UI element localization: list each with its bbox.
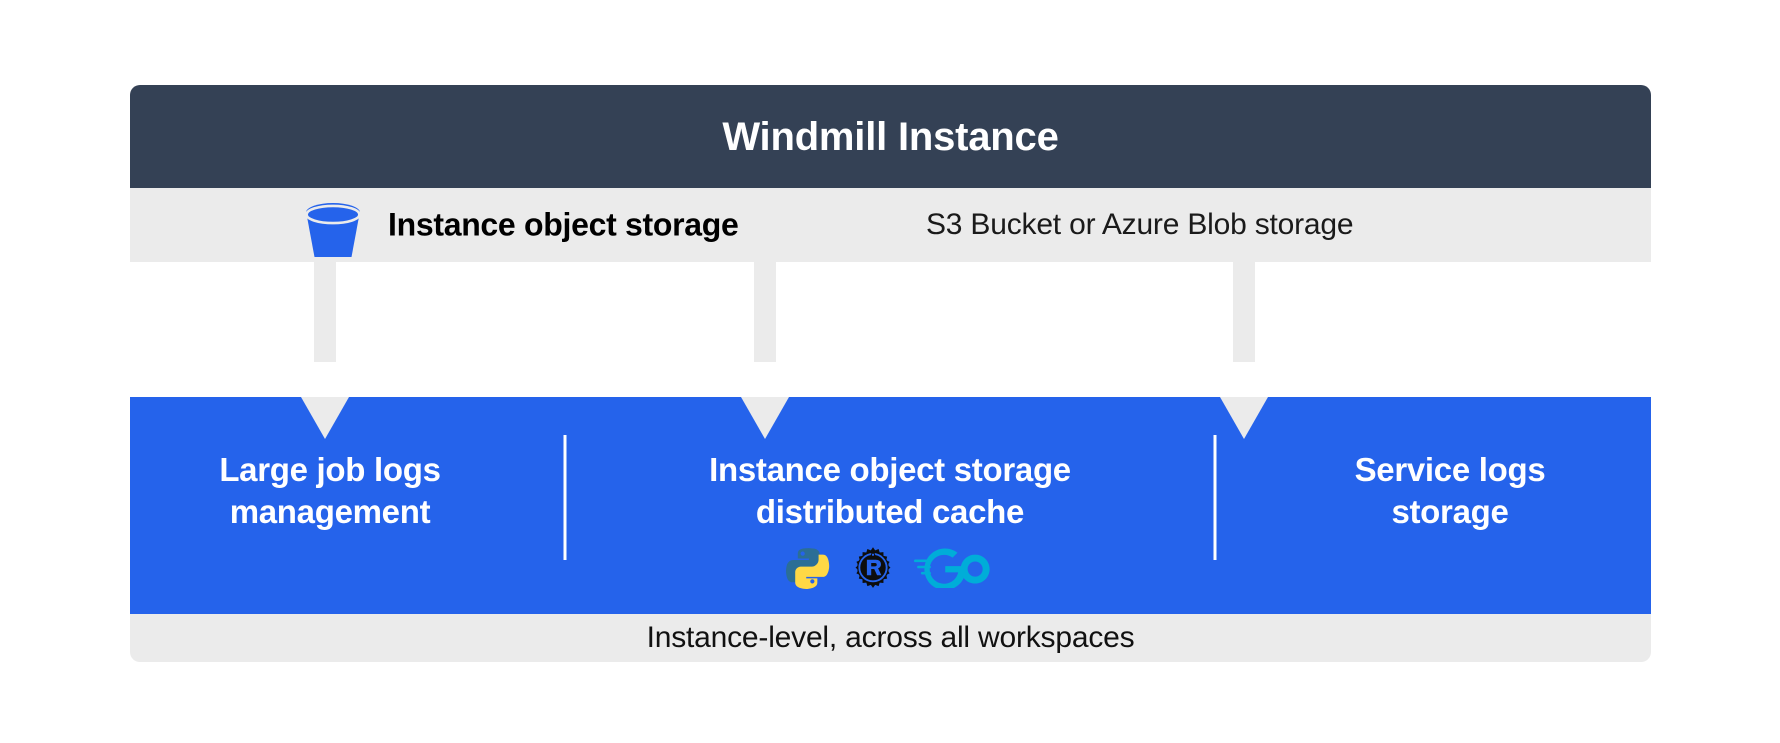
feature-band: Large job logs management Instance objec… <box>130 397 1651 614</box>
instance-header-band: Windmill Instance <box>130 85 1651 188</box>
feature-title: Instance object storage distributed cach… <box>709 449 1071 533</box>
feature-title: Large job logs management <box>219 449 441 533</box>
arrow-to-distributed-cache <box>741 262 789 397</box>
feature-column-service-logs[interactable]: Service logs storage <box>1250 397 1650 614</box>
feature-column-large-job-logs[interactable]: Large job logs management <box>130 397 530 614</box>
feature-title-line2: distributed cache <box>755 493 1025 531</box>
feature-title-line1: Service logs <box>1354 451 1546 488</box>
feature-column-distributed-cache[interactable]: Instance object storage distributed cach… <box>600 397 1180 614</box>
column-spacer <box>530 397 600 614</box>
arrow-stem <box>1233 262 1255 362</box>
arrow-stem <box>754 262 776 362</box>
page-title: Windmill Instance <box>722 114 1059 159</box>
rust-logo-icon <box>850 545 896 596</box>
connector-area <box>130 262 1651 397</box>
s3-bucket-icon <box>302 201 364 259</box>
instance-storage-label: Instance object storage <box>388 206 739 243</box>
arrow-head-triangle <box>1220 397 1268 439</box>
arrow-head-service-logs <box>1220 397 1268 439</box>
column-divider <box>1213 435 1217 560</box>
arrow-to-service-logs <box>1220 262 1268 397</box>
feature-title-line1: Instance object storage <box>709 451 1071 488</box>
arrow-head-triangle <box>301 397 349 439</box>
column-divider <box>563 435 567 560</box>
instance-storage-band: Instance object storage S3 Bucket or Azu… <box>130 188 1651 262</box>
arrow-head-distributed-cache <box>741 397 789 439</box>
footer-label: Instance-level, across all workspaces <box>646 621 1135 654</box>
windmill-instance-diagram: Windmill Instance Instance object storag… <box>130 85 1651 662</box>
instance-scope-footer: Instance-level, across all workspaces <box>130 614 1651 662</box>
column-spacer <box>1180 397 1250 614</box>
feature-title-line2: management <box>229 493 431 531</box>
instance-storage-sublabel: S3 Bucket or Azure Blob storage <box>926 208 1354 241</box>
arrow-head-triangle <box>741 397 789 439</box>
feature-title: Service logs storage <box>1355 449 1546 533</box>
feature-title-line1: Large job logs <box>219 451 441 488</box>
go-logo-icon <box>914 548 994 593</box>
language-logos <box>786 545 994 595</box>
arrow-head-large-job-logs <box>301 397 349 439</box>
feature-title-line2: storage <box>1391 493 1509 531</box>
python-logo-icon <box>786 545 832 596</box>
arrow-stem <box>314 262 336 362</box>
arrow-to-large-job-logs <box>301 262 349 397</box>
feature-columns: Large job logs management Instance objec… <box>130 397 1651 614</box>
